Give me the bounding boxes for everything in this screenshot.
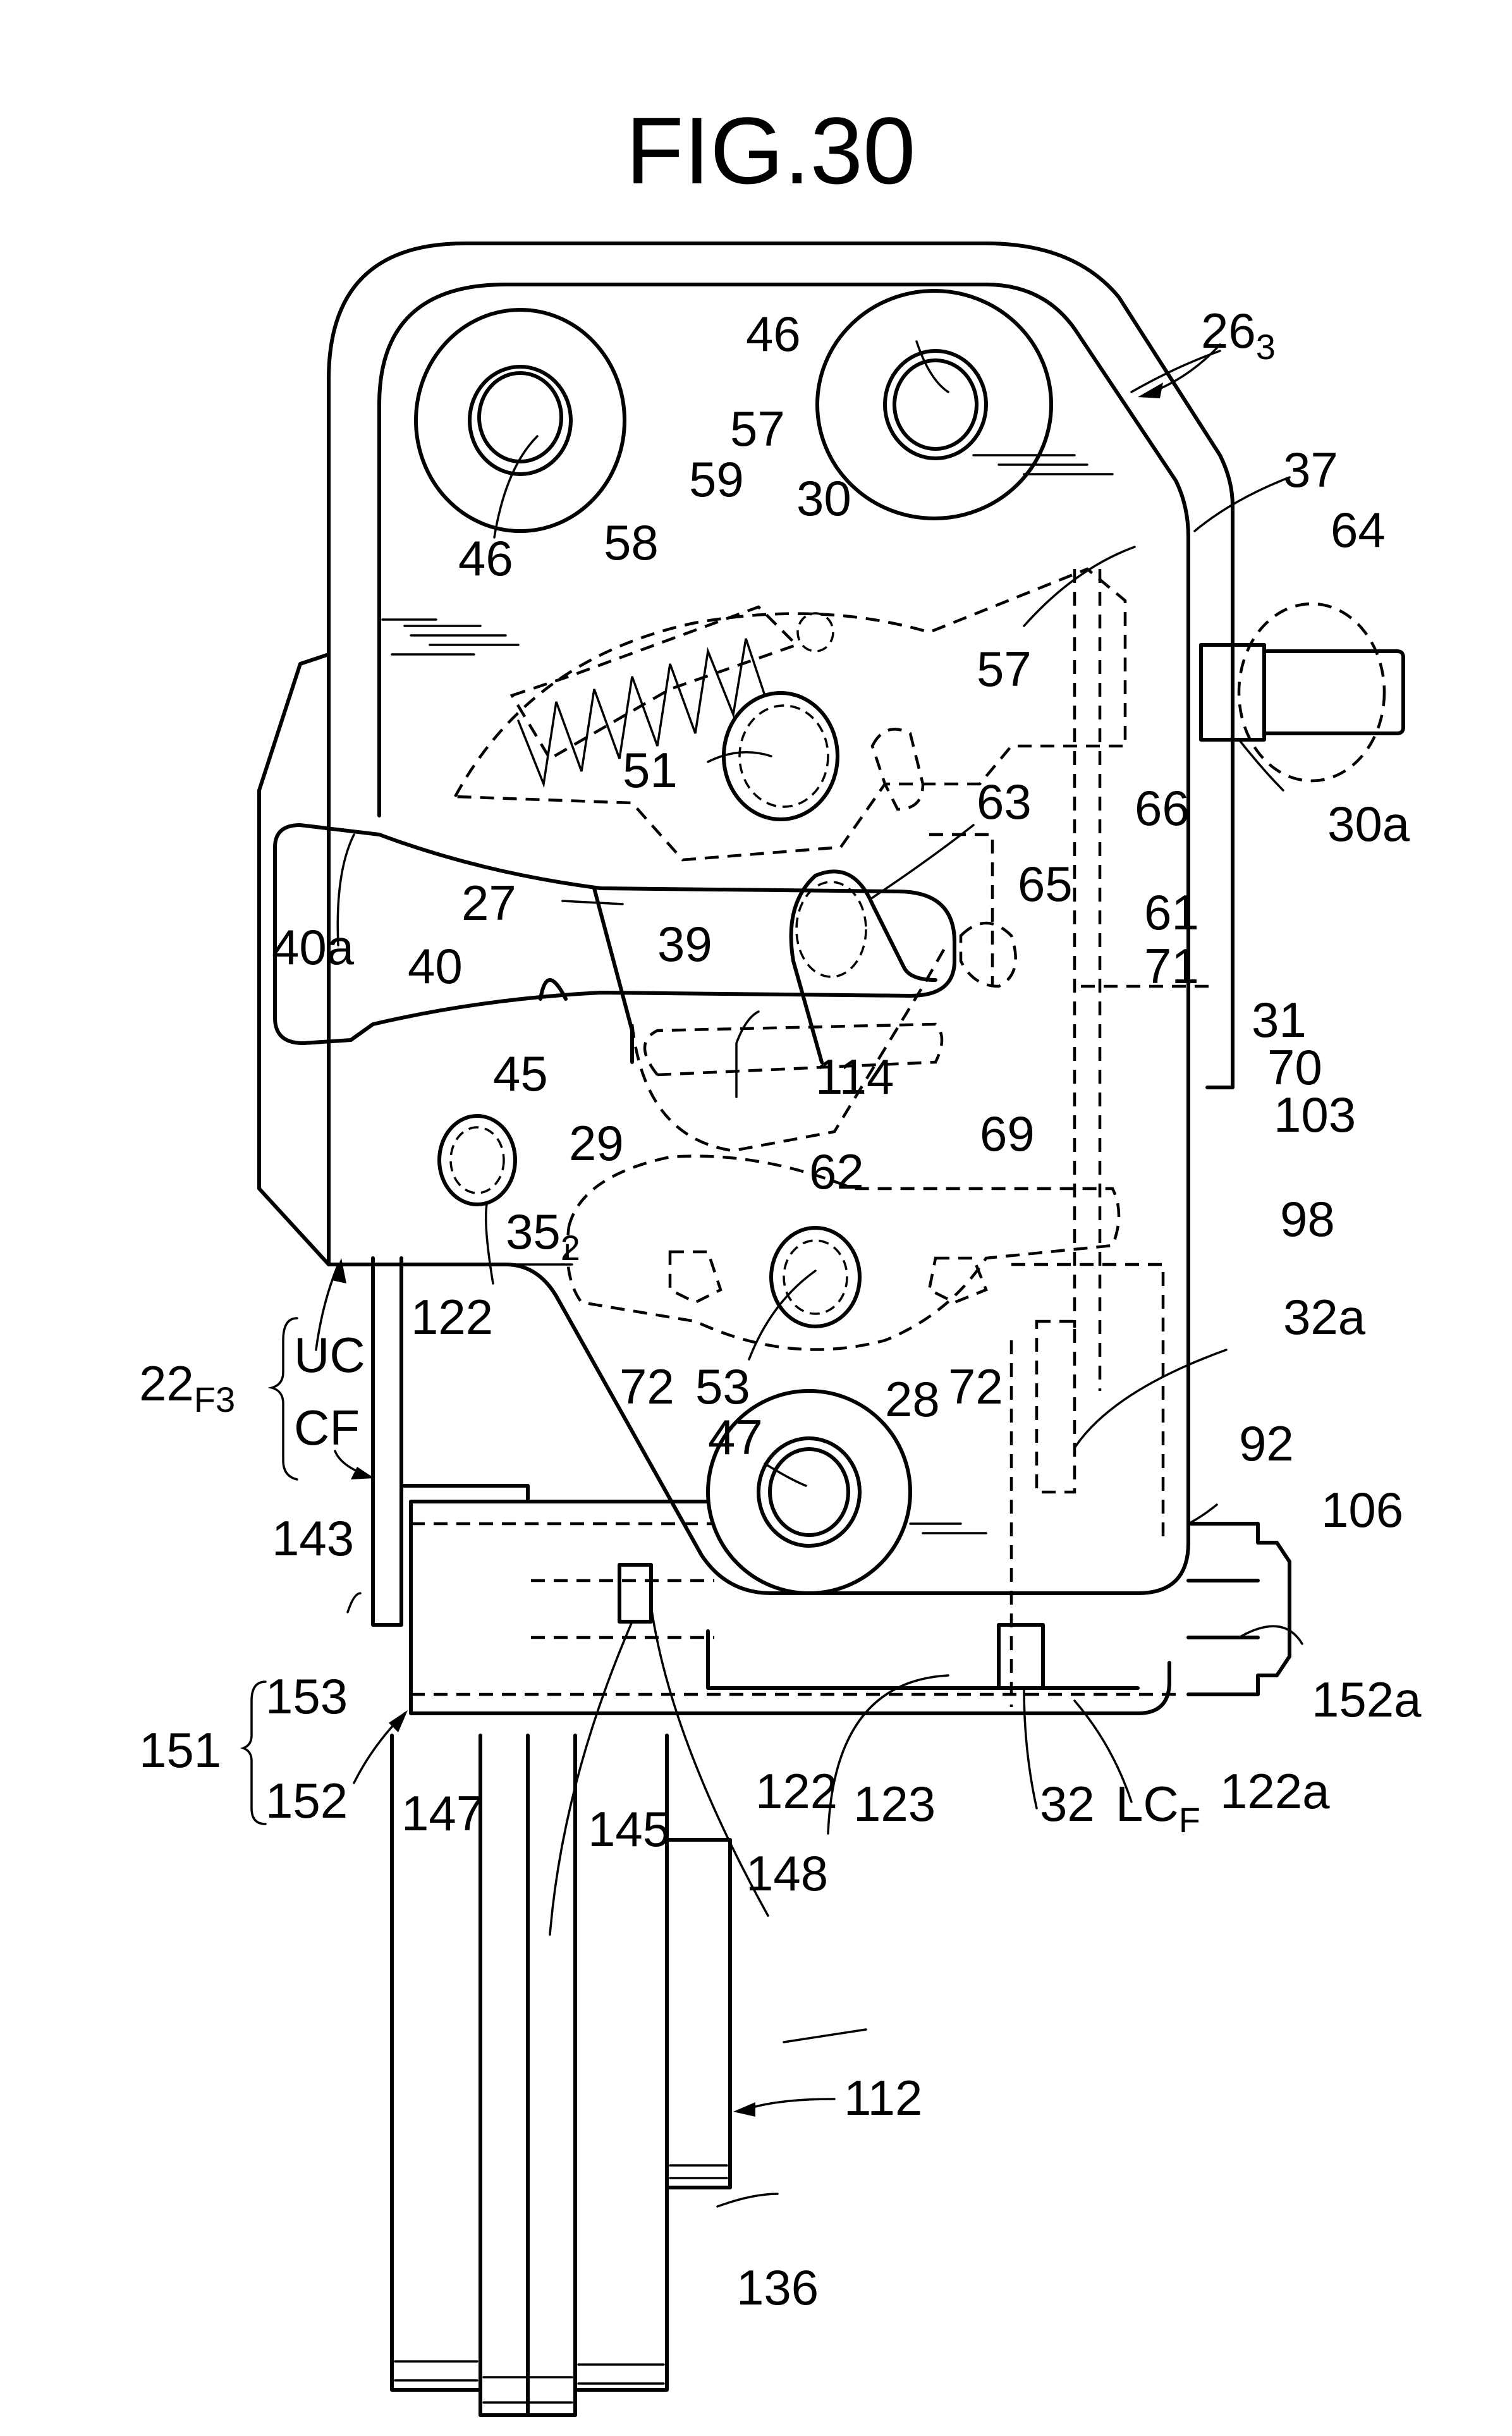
label-22-f3: 22F3 (139, 1356, 235, 1419)
lower-assembly (373, 1258, 1289, 1713)
label-143: 143 (272, 1510, 354, 1566)
label-145: 145 (588, 1801, 670, 1857)
label-92: 92 (1239, 1416, 1294, 1471)
label-61: 61 (1144, 884, 1199, 940)
label-152a: 152a (1312, 1672, 1422, 1727)
label-59: 59 (689, 451, 744, 507)
label-57-right: 57 (977, 641, 1032, 697)
label-30a: 30a (1327, 796, 1410, 852)
label-147: 147 (401, 1785, 484, 1841)
label-153: 153 (265, 1668, 348, 1724)
label-32: 32 (1040, 1776, 1095, 1832)
label-26-3: 263 (1201, 303, 1276, 367)
label-40a: 40a (272, 919, 355, 975)
label-103: 103 (1274, 1087, 1356, 1142)
boss-46-left (416, 310, 625, 531)
label-69: 69 (980, 1106, 1035, 1161)
label-lc-f: LCF (1116, 1776, 1200, 1840)
label-28: 28 (885, 1371, 940, 1427)
label-47: 47 (708, 1409, 763, 1465)
label-32a: 32a (1283, 1289, 1366, 1345)
boss-53 (771, 1228, 860, 1326)
label-46-left: 46 (458, 530, 513, 586)
label-122-upper: 122 (411, 1289, 493, 1345)
boss-46-right (817, 291, 1051, 518)
boss-51 (724, 693, 838, 819)
label-35-2: 352 (506, 1204, 580, 1268)
latch-slot (275, 825, 954, 1062)
label-45: 45 (493, 1046, 548, 1101)
label-123: 123 (853, 1776, 936, 1832)
label-58: 58 (604, 515, 659, 570)
label-151: 151 (139, 1722, 221, 1778)
label-65: 65 (1018, 856, 1073, 912)
label-63: 63 (977, 774, 1032, 829)
label-122-lower: 122 (755, 1763, 838, 1819)
label-122a: 122a (1220, 1763, 1330, 1819)
label-39: 39 (657, 916, 712, 972)
label-106: 106 (1321, 1482, 1403, 1538)
label-53: 53 (695, 1359, 750, 1414)
label-30: 30 (796, 470, 851, 526)
braces (243, 1318, 297, 1824)
label-71: 71 (1144, 938, 1199, 994)
label-72-left: 72 (619, 1359, 674, 1414)
label-62: 62 (809, 1144, 864, 1199)
leader-lines (338, 341, 1302, 2206)
label-114: 114 (815, 1049, 894, 1105)
label-112: 112 (844, 2070, 922, 2126)
label-148: 148 (746, 1845, 828, 1901)
label-57-top: 57 (730, 401, 785, 456)
label-64: 64 (1331, 502, 1386, 558)
label-uc: UC (294, 1327, 365, 1383)
label-136: 136 (736, 2260, 819, 2315)
label-40: 40 (408, 938, 463, 994)
label-72-right: 72 (948, 1359, 1003, 1414)
label-152: 152 (265, 1773, 348, 1828)
label-66: 66 (1135, 780, 1190, 836)
label-29: 29 (569, 1115, 624, 1171)
label-cf: CF (294, 1400, 360, 1455)
label-27: 27 (461, 875, 516, 931)
label-98: 98 (1280, 1191, 1335, 1247)
figure-title: FIG.30 (626, 97, 916, 204)
label-46-top: 46 (746, 306, 801, 362)
label-51: 51 (623, 742, 678, 798)
boss-122 (439, 1116, 515, 1204)
label-37: 37 (1283, 442, 1338, 498)
